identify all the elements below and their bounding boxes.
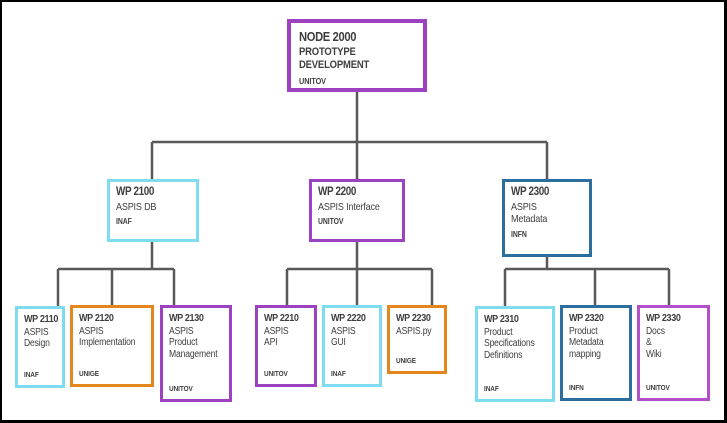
- wp-title: ASPIS Metadata: [511, 200, 548, 226]
- wp-code: WP 2120: [79, 312, 114, 324]
- wp-org: INAF: [116, 217, 132, 227]
- wp-title: ASPIS DB: [116, 200, 157, 213]
- wp-2200-box: WP 2200 ASPIS Interface UNITOV: [309, 179, 405, 242]
- wp-org: UNIGE: [396, 356, 417, 365]
- wp-code: WP 2300: [511, 186, 550, 198]
- wp-title: ASPIS.py: [396, 325, 432, 337]
- wp-2230-box: WP 2230 ASPIS.py UNIGE: [387, 305, 447, 374]
- node-2000-box: NODE 2000 PROTOTYPE DEVELOPMENT UNITOV: [287, 19, 427, 92]
- wp-2320-box: WP 2320 Product Metadata mapping INFN: [560, 305, 632, 401]
- wp-code: WP 2330: [646, 312, 681, 324]
- wp-title: Product Specifications Definitions: [484, 326, 535, 362]
- wp-org: UNITOV: [169, 384, 193, 393]
- wp-org: UNITOV: [318, 217, 344, 227]
- wp-title: ASPIS Interface: [318, 200, 380, 213]
- node-org: UNITOV: [299, 75, 326, 86]
- wp-org: INAF: [484, 384, 499, 393]
- wp-code: WP 2320: [569, 312, 604, 324]
- wp-title: ASPIS Design: [24, 326, 50, 350]
- wp-title: ASPIS GUI: [331, 325, 356, 349]
- tree-connectors: [56, 92, 671, 306]
- wp-2310-box: WP 2310 Product Specifications Definitio…: [475, 306, 555, 402]
- wp-org: UNITOV: [264, 369, 288, 378]
- wp-code: WP 2210: [264, 312, 299, 324]
- node-code: NODE 2000: [299, 29, 357, 44]
- wp-2100-box: WP 2100 ASPIS DB INAF: [107, 179, 199, 242]
- wp-code: WP 2230: [396, 312, 431, 324]
- wp-code: WP 2100: [116, 186, 155, 198]
- wp-title: Product Metadata mapping: [569, 325, 604, 361]
- wp-title: ASPIS API: [264, 325, 289, 349]
- wp-code: WP 2220: [331, 312, 366, 324]
- wp-org: UNIGE: [79, 369, 100, 378]
- wp-title: ASPIS Product Management: [169, 325, 218, 361]
- wp-code: WP 2200: [318, 186, 357, 198]
- wp-org: INFN: [511, 229, 527, 239]
- wp-code: WP 2110: [24, 313, 59, 325]
- wp-title: Docs & Wiki: [646, 325, 665, 361]
- wp-org: INFN: [569, 383, 584, 392]
- wp-org: INAF: [331, 369, 346, 378]
- wp-2120-box: WP 2120 ASPIS Implementation UNIGE: [70, 305, 154, 387]
- wp-code: WP 2310: [484, 313, 519, 325]
- wp-org: UNITOV: [646, 383, 670, 392]
- wp-2220-box: WP 2220 ASPIS GUI INAF: [322, 305, 382, 387]
- node-title: PROTOTYPE DEVELOPMENT: [299, 45, 370, 71]
- wp-org: INAF: [24, 370, 39, 379]
- wp-code: WP 2130: [169, 312, 204, 324]
- wp-2110-box: WP 2110 ASPIS Design INAF: [15, 306, 65, 388]
- wp-2300-box: WP 2300 ASPIS Metadata INFN: [502, 179, 592, 257]
- wp-2130-box: WP 2130 ASPIS Product Management UNITOV: [160, 305, 232, 402]
- wp-2210-box: WP 2210 ASPIS API UNITOV: [255, 305, 317, 387]
- wp-title: ASPIS Implementation: [79, 325, 136, 349]
- wp-2330-box: WP 2330 Docs & Wiki UNITOV: [637, 305, 710, 401]
